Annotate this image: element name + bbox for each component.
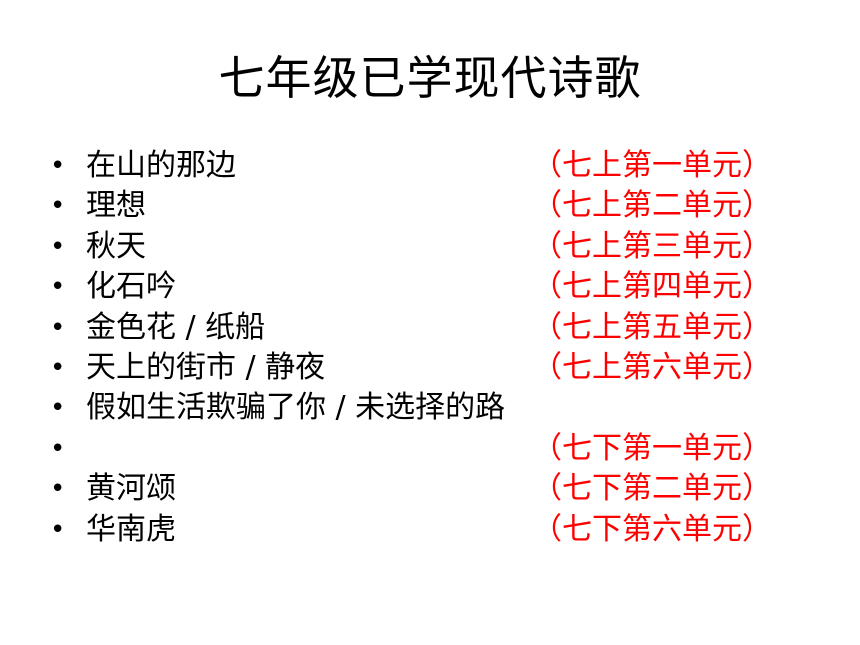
unit-label: （七上第四单元） [532, 269, 772, 305]
poem-title: 金色花 / 纸船 [86, 309, 266, 345]
poem-title: 在山的那边 [86, 148, 236, 183]
poem-title: 华南虎 [86, 511, 176, 547]
slide-title: 七年级已学现代诗歌 [218, 51, 642, 105]
list-item: • 华南虎 （七下第六单元） [0, 510, 860, 550]
list-item: • 秋天 （七上第三单元） [0, 227, 860, 267]
poem-title: 秋天 [86, 228, 146, 264]
list-item: • 化石吟 （七上第四单元） [0, 267, 860, 307]
unit-label: （七下第一单元） [532, 430, 772, 466]
unit-label: （七下第二单元） [532, 471, 772, 507]
bullet-icon: • [50, 352, 66, 383]
bullet-icon: • [50, 474, 66, 505]
list-item: • 假如生活欺骗了你 / 未选择的路 [0, 388, 860, 428]
poem-title: 化石吟 [86, 269, 176, 305]
list-item: • （七下第一单元） [0, 429, 860, 469]
list-item: • 金色花 / 纸船 （七上第五单元） [0, 308, 860, 348]
bullet-icon: • [50, 191, 66, 222]
list-item: • 理想 （七上第二单元） [0, 186, 860, 226]
bullet-icon: • [50, 514, 66, 545]
poem-title: 黄河颂 [86, 471, 176, 507]
unit-label: （七上第三单元） [532, 228, 772, 264]
unit-label: （七上第一单元） [532, 148, 772, 183]
poem-title: 天上的街市 / 静夜 [86, 349, 326, 385]
unit-label: （七上第二单元） [532, 188, 772, 224]
poem-list: • 在山的那边 （七上第一单元） • 理想 （七上第二单元） • 秋天 （七上第… [0, 146, 860, 550]
poem-title: 假如生活欺骗了你 / 未选择的路 [86, 390, 506, 426]
unit-label: （七上第五单元） [532, 309, 772, 345]
bullet-icon: • [50, 151, 66, 181]
bullet-icon: • [50, 312, 66, 343]
list-item: • 在山的那边 （七上第一单元） [0, 146, 860, 186]
bullet-icon: • [50, 272, 66, 303]
bullet-icon: • [50, 231, 66, 262]
list-item: • 天上的街市 / 静夜 （七上第六单元） [0, 348, 860, 388]
poem-title: 理想 [86, 188, 146, 224]
unit-label: （七下第六单元） [532, 511, 772, 547]
unit-label: （七上第六单元） [532, 349, 772, 385]
bullet-icon: • [50, 393, 66, 424]
list-item: • 黄河颂 （七下第二单元） [0, 469, 860, 509]
bullet-icon: • [50, 433, 66, 464]
